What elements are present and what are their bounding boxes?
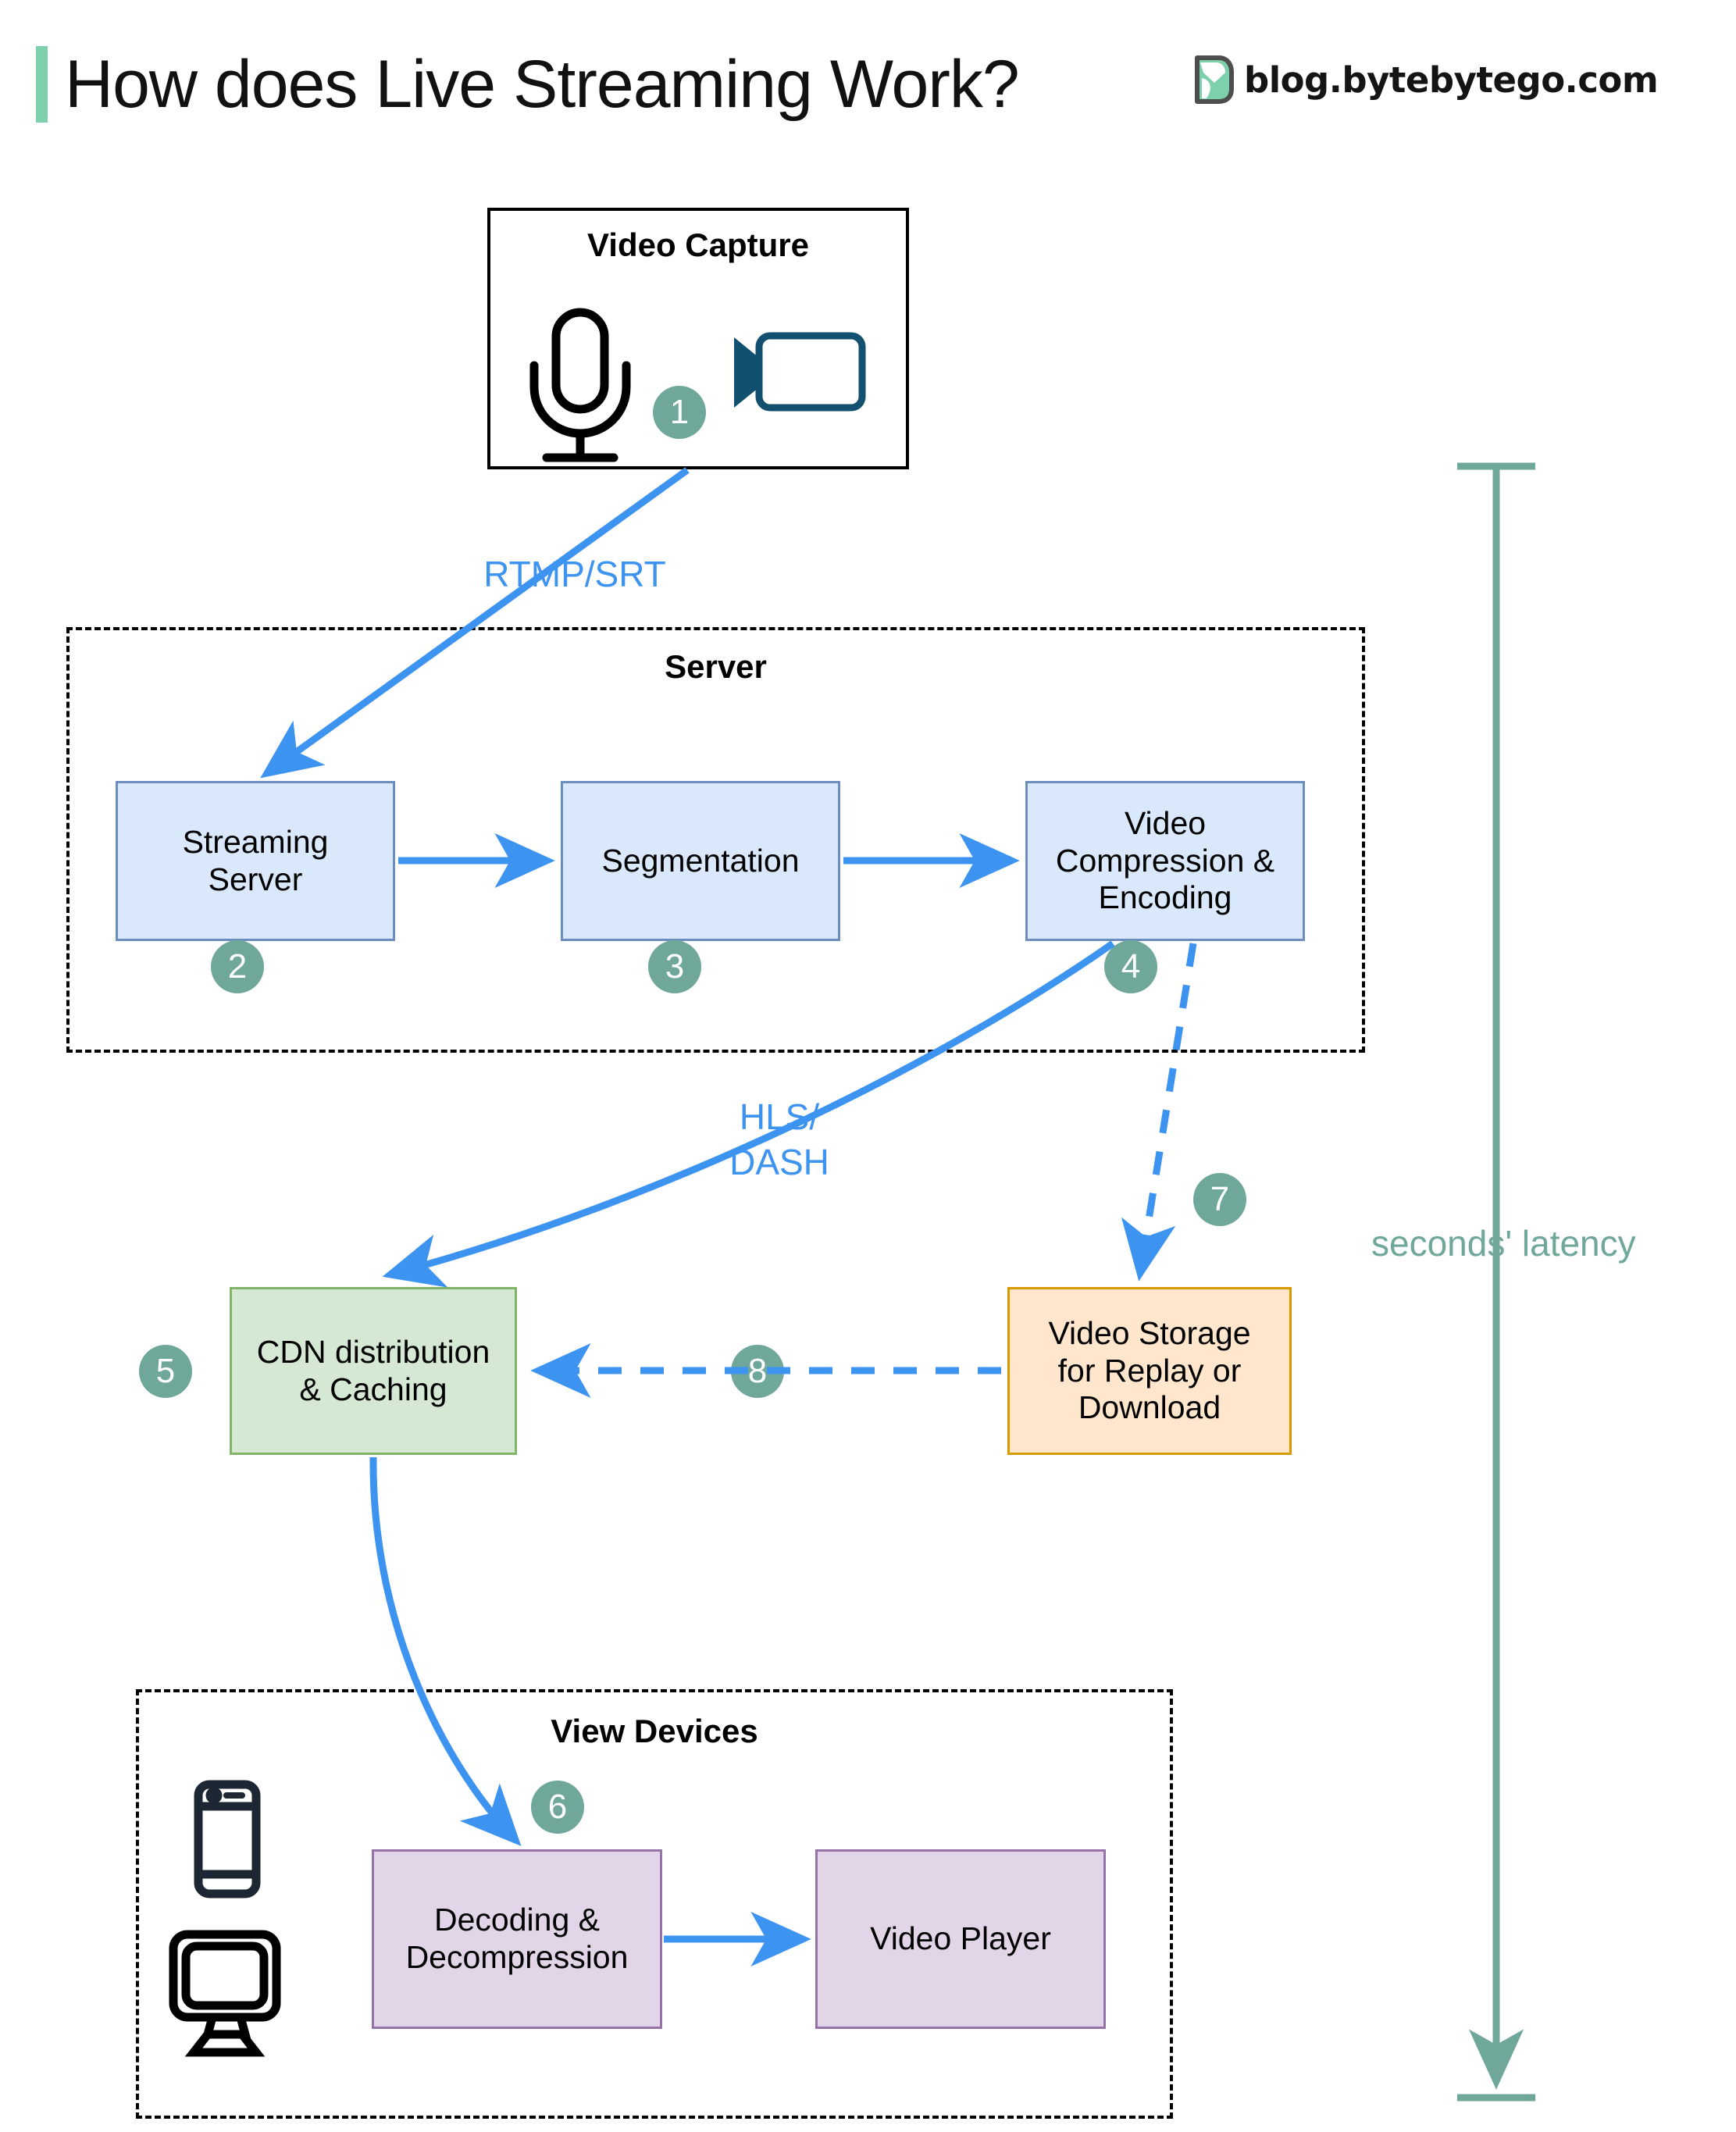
node-video-player[interactable]: Video Player: [815, 1849, 1106, 2029]
group-title-server: Server: [665, 648, 767, 685]
node-cdn[interactable]: CDN distribution& Caching: [230, 1287, 517, 1455]
edge-label-rtmp-srt: RTMP/SRT: [483, 554, 666, 594]
edge-label-dash: DASH: [729, 1142, 829, 1182]
node-video-player-label: Video Player: [870, 1920, 1051, 1957]
badge-step-7: 7: [1193, 1173, 1246, 1226]
brand: blog.bytebytego.com: [1192, 52, 1659, 108]
badge-step-5: 5: [139, 1345, 192, 1398]
node-segmentation-label: Segmentation: [601, 842, 800, 879]
badge-step-4: 4: [1104, 940, 1157, 993]
node-decoding-label: Decoding &Decompression: [405, 1902, 629, 1975]
group-title-view-devices: View Devices: [551, 1713, 758, 1749]
annotation-latency: seconds' latency: [1371, 1223, 1636, 1264]
group-title-video-capture: Video Capture: [587, 226, 809, 263]
node-decoding[interactable]: Decoding &Decompression: [372, 1849, 662, 2029]
badge-step-3: 3: [648, 940, 701, 993]
badge-step-2: 2: [211, 940, 264, 993]
title-label: How does Live Streaming Work?: [65, 47, 1020, 122]
badge-step-1: 1: [653, 386, 706, 439]
bytebytego-logo-icon: [1195, 55, 1234, 104]
title-accent-bar: [36, 46, 48, 123]
page-title: How does Live Streaming Work?: [36, 37, 1020, 131]
badge-step-8: 8: [731, 1345, 784, 1398]
node-segmentation[interactable]: Segmentation: [561, 781, 840, 941]
brand-label: blog.bytebytego.com: [1244, 59, 1659, 101]
group-view-devices: [136, 1689, 1173, 2119]
node-cdn-label: CDN distribution& Caching: [256, 1333, 490, 1407]
latency-dimension-line: [1457, 462, 1535, 2102]
badge-step-6: 6: [531, 1781, 584, 1834]
edge-label-hls: HLS/: [739, 1096, 820, 1137]
